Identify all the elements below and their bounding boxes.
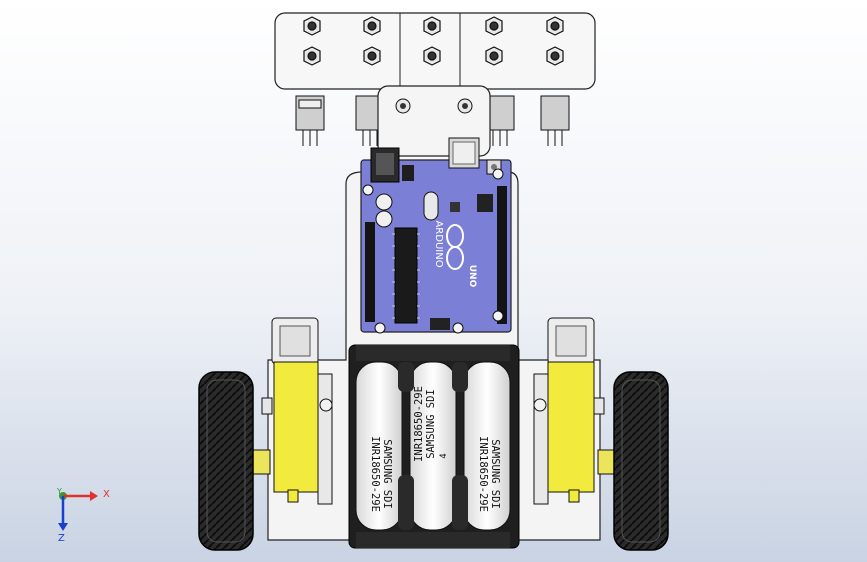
battery-cell bbox=[355, 361, 403, 531]
crystal bbox=[423, 191, 439, 221]
battery-label: INR18650-29E bbox=[413, 386, 425, 462]
z-axis-arrowhead bbox=[58, 523, 68, 531]
left-motor bbox=[249, 317, 333, 505]
x-axis-arrowhead bbox=[90, 491, 98, 501]
hex-nut bbox=[546, 46, 564, 66]
arduino-model-text: UNO bbox=[467, 265, 477, 288]
y-axis-label: Y bbox=[56, 487, 62, 496]
digital-header bbox=[497, 186, 507, 324]
hex-nut bbox=[423, 16, 441, 36]
hex-nut bbox=[546, 16, 564, 36]
capacitor bbox=[375, 193, 393, 211]
mcu-chip bbox=[394, 227, 418, 324]
battery-holder: INR18650-29E SAMSUNG SDI INR18650-29E SA… bbox=[348, 344, 520, 549]
icsp-header bbox=[477, 194, 493, 212]
battery-label: SAMSUNG SDI bbox=[381, 439, 393, 509]
hex-nut bbox=[303, 46, 321, 66]
sensor-headers bbox=[295, 95, 570, 146]
hex-nut bbox=[485, 46, 503, 66]
hex-nut bbox=[363, 16, 381, 36]
hex-nut bbox=[423, 46, 441, 66]
z-axis-label: Z bbox=[58, 533, 65, 544]
battery-cell bbox=[409, 361, 457, 531]
hex-nut bbox=[485, 16, 503, 36]
battery-label: SAMSUNG SDI bbox=[425, 389, 437, 459]
right-wheel bbox=[613, 371, 669, 551]
hex-nut bbox=[363, 46, 381, 66]
battery-label: 4 bbox=[439, 453, 449, 458]
pin-header bbox=[295, 95, 325, 146]
power-header bbox=[365, 222, 375, 322]
orientation-triad[interactable]: X Y Z bbox=[56, 487, 110, 544]
right-motor bbox=[533, 317, 619, 505]
arduino-brand-text: ARDUINO bbox=[433, 220, 444, 267]
battery-label: INR18650-29E bbox=[369, 436, 381, 512]
battery-cell bbox=[463, 361, 511, 531]
battery-label: INR18650-29E bbox=[477, 436, 489, 512]
bracket-nuts bbox=[303, 16, 564, 66]
battery-label: SAMSUNG SDI bbox=[489, 439, 501, 509]
pin-header bbox=[540, 95, 570, 146]
left-wheel bbox=[198, 371, 254, 551]
front-bracket bbox=[274, 12, 596, 90]
arduino-board: ARDUINO UNO bbox=[360, 137, 512, 334]
capacitor bbox=[375, 210, 393, 228]
arduino-logo bbox=[446, 224, 464, 270]
hex-nut bbox=[303, 16, 321, 36]
x-axis-label: X bbox=[103, 489, 110, 500]
